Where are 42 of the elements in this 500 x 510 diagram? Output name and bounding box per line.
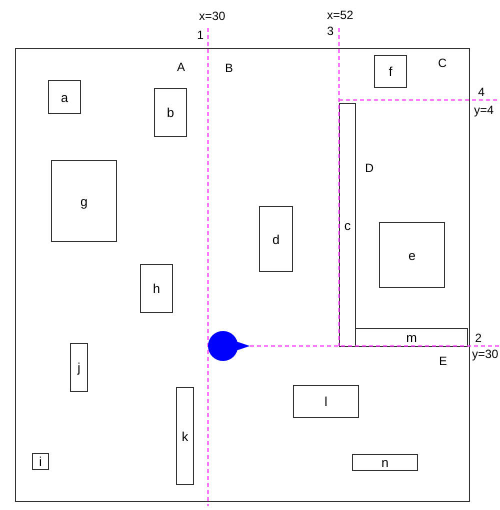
object-box (259, 206, 293, 272)
object-label: g (80, 194, 88, 208)
object-label: j (78, 361, 80, 374)
region-label: 2 (475, 332, 482, 344)
object-label: i (39, 455, 42, 468)
region-label: E (439, 355, 448, 367)
object-box (70, 343, 88, 392)
object-label: d (272, 232, 280, 246)
object-box (140, 264, 173, 313)
region-label: A (177, 61, 186, 73)
region-label: x=52 (327, 9, 354, 21)
region-label: 4 (478, 86, 485, 98)
object-label: f (388, 65, 392, 78)
object-label: n (381, 456, 389, 469)
object-label: a (60, 90, 68, 104)
region-label: 1 (197, 29, 204, 41)
object-box (355, 328, 468, 347)
region-label: y=30 (472, 348, 498, 360)
region-label: B (225, 62, 234, 74)
object-box (48, 80, 81, 114)
object-box (154, 88, 187, 137)
object-box (379, 222, 445, 288)
region-label: x=30 (199, 10, 226, 22)
object-label: h (152, 282, 160, 295)
object-box (32, 453, 49, 470)
object-box (352, 454, 418, 471)
object-box (51, 160, 117, 242)
object-label: l (324, 395, 328, 408)
object-box (339, 103, 356, 347)
object-label: b (166, 106, 174, 119)
region-label: 3 (327, 25, 334, 37)
object-label: e (408, 248, 416, 262)
object-label: k (182, 430, 188, 442)
region-boundary (15, 48, 470, 502)
region-label: y=4 (474, 104, 494, 116)
object-box (293, 385, 359, 418)
object-box (374, 55, 407, 88)
object-label: m (406, 331, 417, 344)
object-box (176, 387, 194, 485)
region-label: D (365, 162, 374, 174)
object-label: c (344, 218, 351, 232)
region-label: C (438, 57, 447, 69)
